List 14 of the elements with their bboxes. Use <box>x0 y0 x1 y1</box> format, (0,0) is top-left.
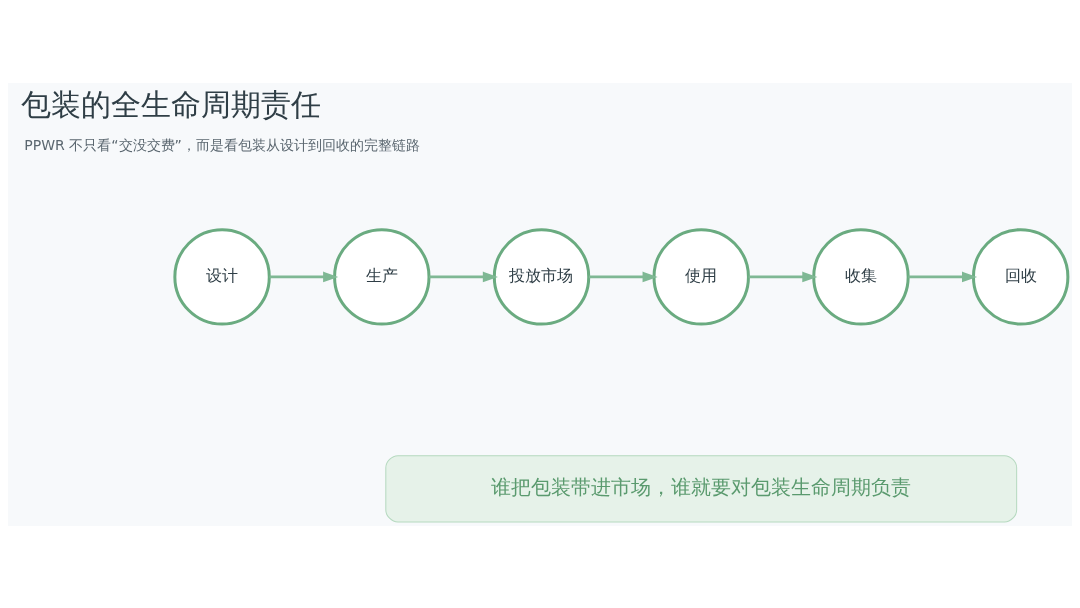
arrow <box>269 271 339 282</box>
node-box: 谁把包装带进市场，谁就要对包装生命周期负责 <box>385 454 1018 522</box>
node-circle: 生产 <box>333 227 431 326</box>
node-circle: 使用 <box>652 227 750 326</box>
node-circle: 收集 <box>812 227 910 326</box>
node-circle: 设计 <box>173 227 271 326</box>
node-circle: 回收 <box>971 227 1070 326</box>
arrow <box>908 271 978 282</box>
diagram-title: 包装的全生命周期责任 <box>21 86 322 122</box>
arrow <box>588 271 658 282</box>
node-circle: 投放市场 <box>492 227 591 326</box>
arrow <box>429 271 498 282</box>
arrow <box>748 271 818 282</box>
label: PPWR 不只看“交没交费”，而是看包装从设计到回收的完整链路 <box>24 136 420 153</box>
